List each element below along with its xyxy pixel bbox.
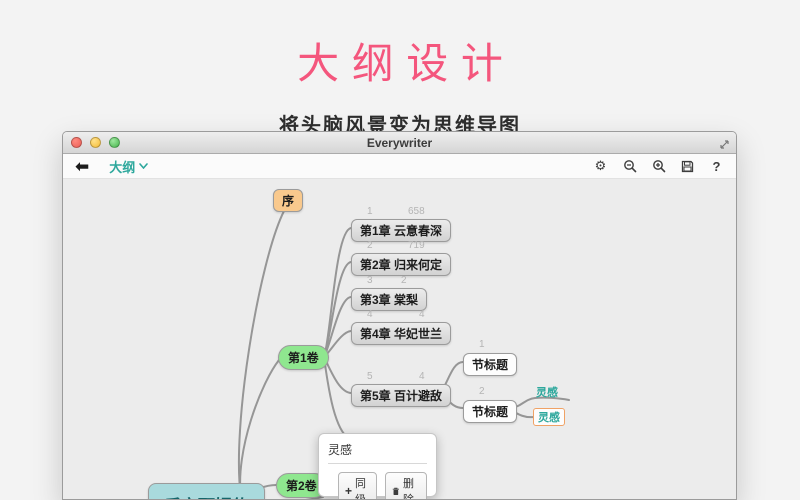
chapter-order-number: 3 <box>367 275 373 286</box>
zoom-out-icon[interactable] <box>622 159 637 174</box>
trash-icon <box>393 487 400 495</box>
node-chapter-3[interactable]: 第3章 棠梨 <box>351 288 428 311</box>
zoom-window-icon[interactable] <box>109 137 120 148</box>
resize-icon[interactable] <box>720 136 729 154</box>
node-root[interactable]: 后宫甄嬛传 <box>148 483 265 499</box>
node-title-input[interactable]: 灵感 <box>328 441 427 464</box>
chapter-order-number: 4 <box>367 309 373 320</box>
node-edit-popup: 灵感 + 同级 删除 <box>318 433 437 499</box>
toolbar-icons: ⚙ ? <box>593 158 724 174</box>
zoom-in-icon[interactable] <box>651 159 666 174</box>
window-titlebar: Everywriter <box>63 132 736 154</box>
close-window-icon[interactable] <box>71 137 82 148</box>
chapter-count-number: 2 <box>401 275 407 286</box>
node-section-1[interactable]: 节标题 <box>463 353 518 376</box>
chapter-count-number: 658 <box>408 206 425 217</box>
hero-section: 大纲设计 将头脑风景变为思维导图 <box>0 30 800 138</box>
chapter-order-number: 5 <box>367 371 373 382</box>
app-window: Everywriter ⬅ 大纲 ⚙ ? <box>62 131 737 500</box>
minimize-window-icon[interactable] <box>90 137 101 148</box>
plus-icon: + <box>345 484 353 498</box>
node-chapter-5[interactable]: 第5章 百计避敌 <box>351 384 452 407</box>
back-icon[interactable]: ⬅ <box>75 156 90 176</box>
outline-dropdown[interactable]: 大纲 <box>109 157 149 176</box>
chapter-order-number: 1 <box>367 206 373 217</box>
chevron-down-icon <box>139 163 149 169</box>
chapter-order-number: 2 <box>367 240 373 251</box>
outline-dropdown-label: 大纲 <box>109 159 136 175</box>
node-volume-1[interactable]: 第1卷 <box>278 345 329 370</box>
chapter-count-number: 4 <box>419 309 425 320</box>
section-order-number: 2 <box>479 386 485 397</box>
node-chapter-1[interactable]: 第1章 云意春深 <box>351 219 452 242</box>
node-inspiration-1[interactable]: 灵感 <box>536 387 558 399</box>
mindmap-canvas[interactable]: 序 1 658 第1章 云意春深 2 719 第2章 归来何定 3 2 第3章 … <box>63 179 736 499</box>
section-order-number: 1 <box>479 339 485 350</box>
toolbar: ⬅ 大纲 ⚙ ? <box>63 154 736 179</box>
page-title: 大纲设计 <box>297 40 516 87</box>
chapter-count-number: 4 <box>419 371 425 382</box>
help-icon[interactable]: ? <box>712 158 721 174</box>
gear-icon[interactable]: ⚙ <box>594 158 607 173</box>
add-sibling-button[interactable]: + 同级 <box>338 472 378 499</box>
window-title: Everywriter <box>366 135 433 150</box>
node-chapter-2[interactable]: 第2章 归来何定 <box>351 253 452 276</box>
node-chapter-4[interactable]: 第4章 华妃世兰 <box>351 322 452 345</box>
node-inspiration-2-selected[interactable]: 灵感 <box>533 408 565 426</box>
chapter-count-number: 719 <box>408 240 425 251</box>
node-preface[interactable]: 序 <box>273 189 304 212</box>
save-icon[interactable] <box>680 159 695 174</box>
delete-node-button[interactable]: 删除 <box>385 472 427 499</box>
node-section-2[interactable]: 节标题 <box>463 400 518 423</box>
